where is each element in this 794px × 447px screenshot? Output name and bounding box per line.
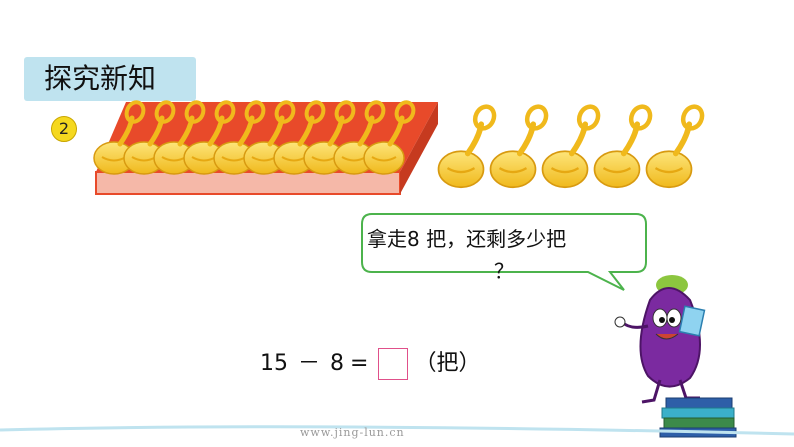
spoon-icon (647, 104, 706, 188)
title-badge (24, 57, 196, 101)
equation-unit: （把） (414, 351, 481, 376)
footer-stripe (0, 425, 794, 436)
watermark: www.jing-lun.cn (300, 426, 405, 439)
equation: 15 － 8 = （把） (260, 348, 480, 380)
bubble-question-text: 拿走8 把，还剩多少把 (367, 227, 567, 251)
page-title: 探究新知 (44, 62, 157, 95)
equation-subtrahend: 8 (330, 351, 345, 376)
speech-bubble (361, 213, 647, 291)
answer-box[interactable] (378, 348, 409, 380)
spoon-icon (439, 104, 498, 188)
spoons-outside (439, 104, 706, 188)
spoon-icon (595, 104, 654, 188)
equation-minus-sign: － (298, 351, 321, 376)
spoon-icon (491, 104, 550, 188)
problem-number-badge: 2 (51, 116, 77, 142)
equation-equals-sign: = (350, 351, 369, 376)
bubble-question-mark: ？ (494, 259, 514, 283)
spoon-icon (543, 104, 602, 188)
eggplant-mascot (614, 275, 706, 404)
equation-minuend: 15 (260, 351, 288, 376)
